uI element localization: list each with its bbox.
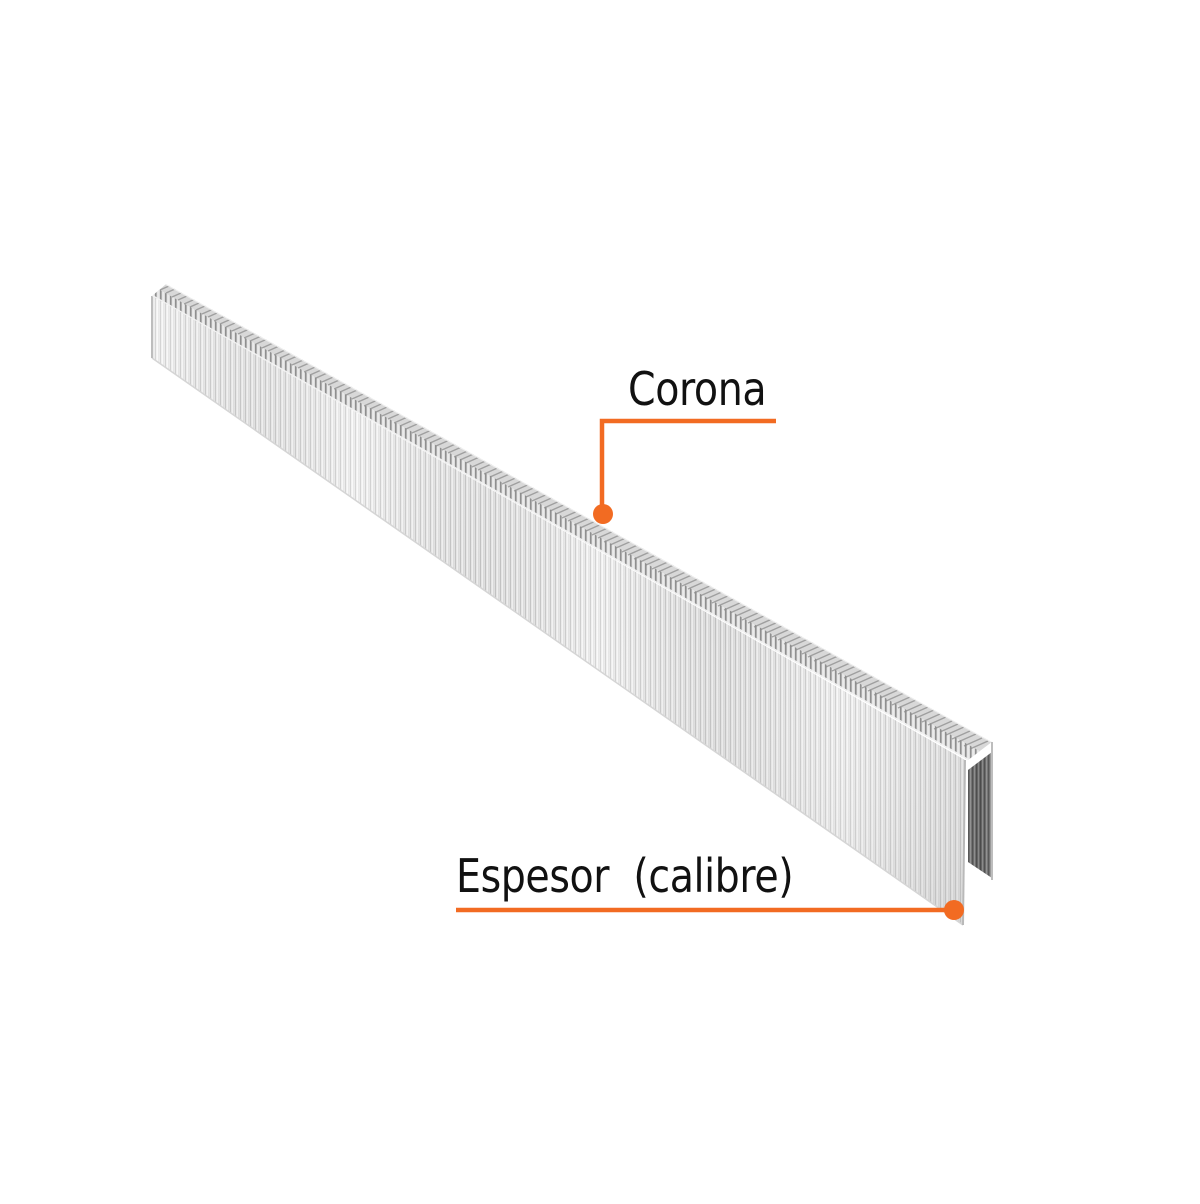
staple-front-face <box>151 296 966 926</box>
corona-callout-dot <box>593 504 613 524</box>
corona-callout-leader <box>593 418 776 524</box>
espesor-callout-dot <box>944 900 964 920</box>
espesor-calibre-label: Espesor (calibre) <box>456 849 794 903</box>
staple-inside-shadow <box>968 752 992 878</box>
espesor-callout-leader <box>456 900 964 920</box>
corona-label: Corona <box>628 362 767 416</box>
